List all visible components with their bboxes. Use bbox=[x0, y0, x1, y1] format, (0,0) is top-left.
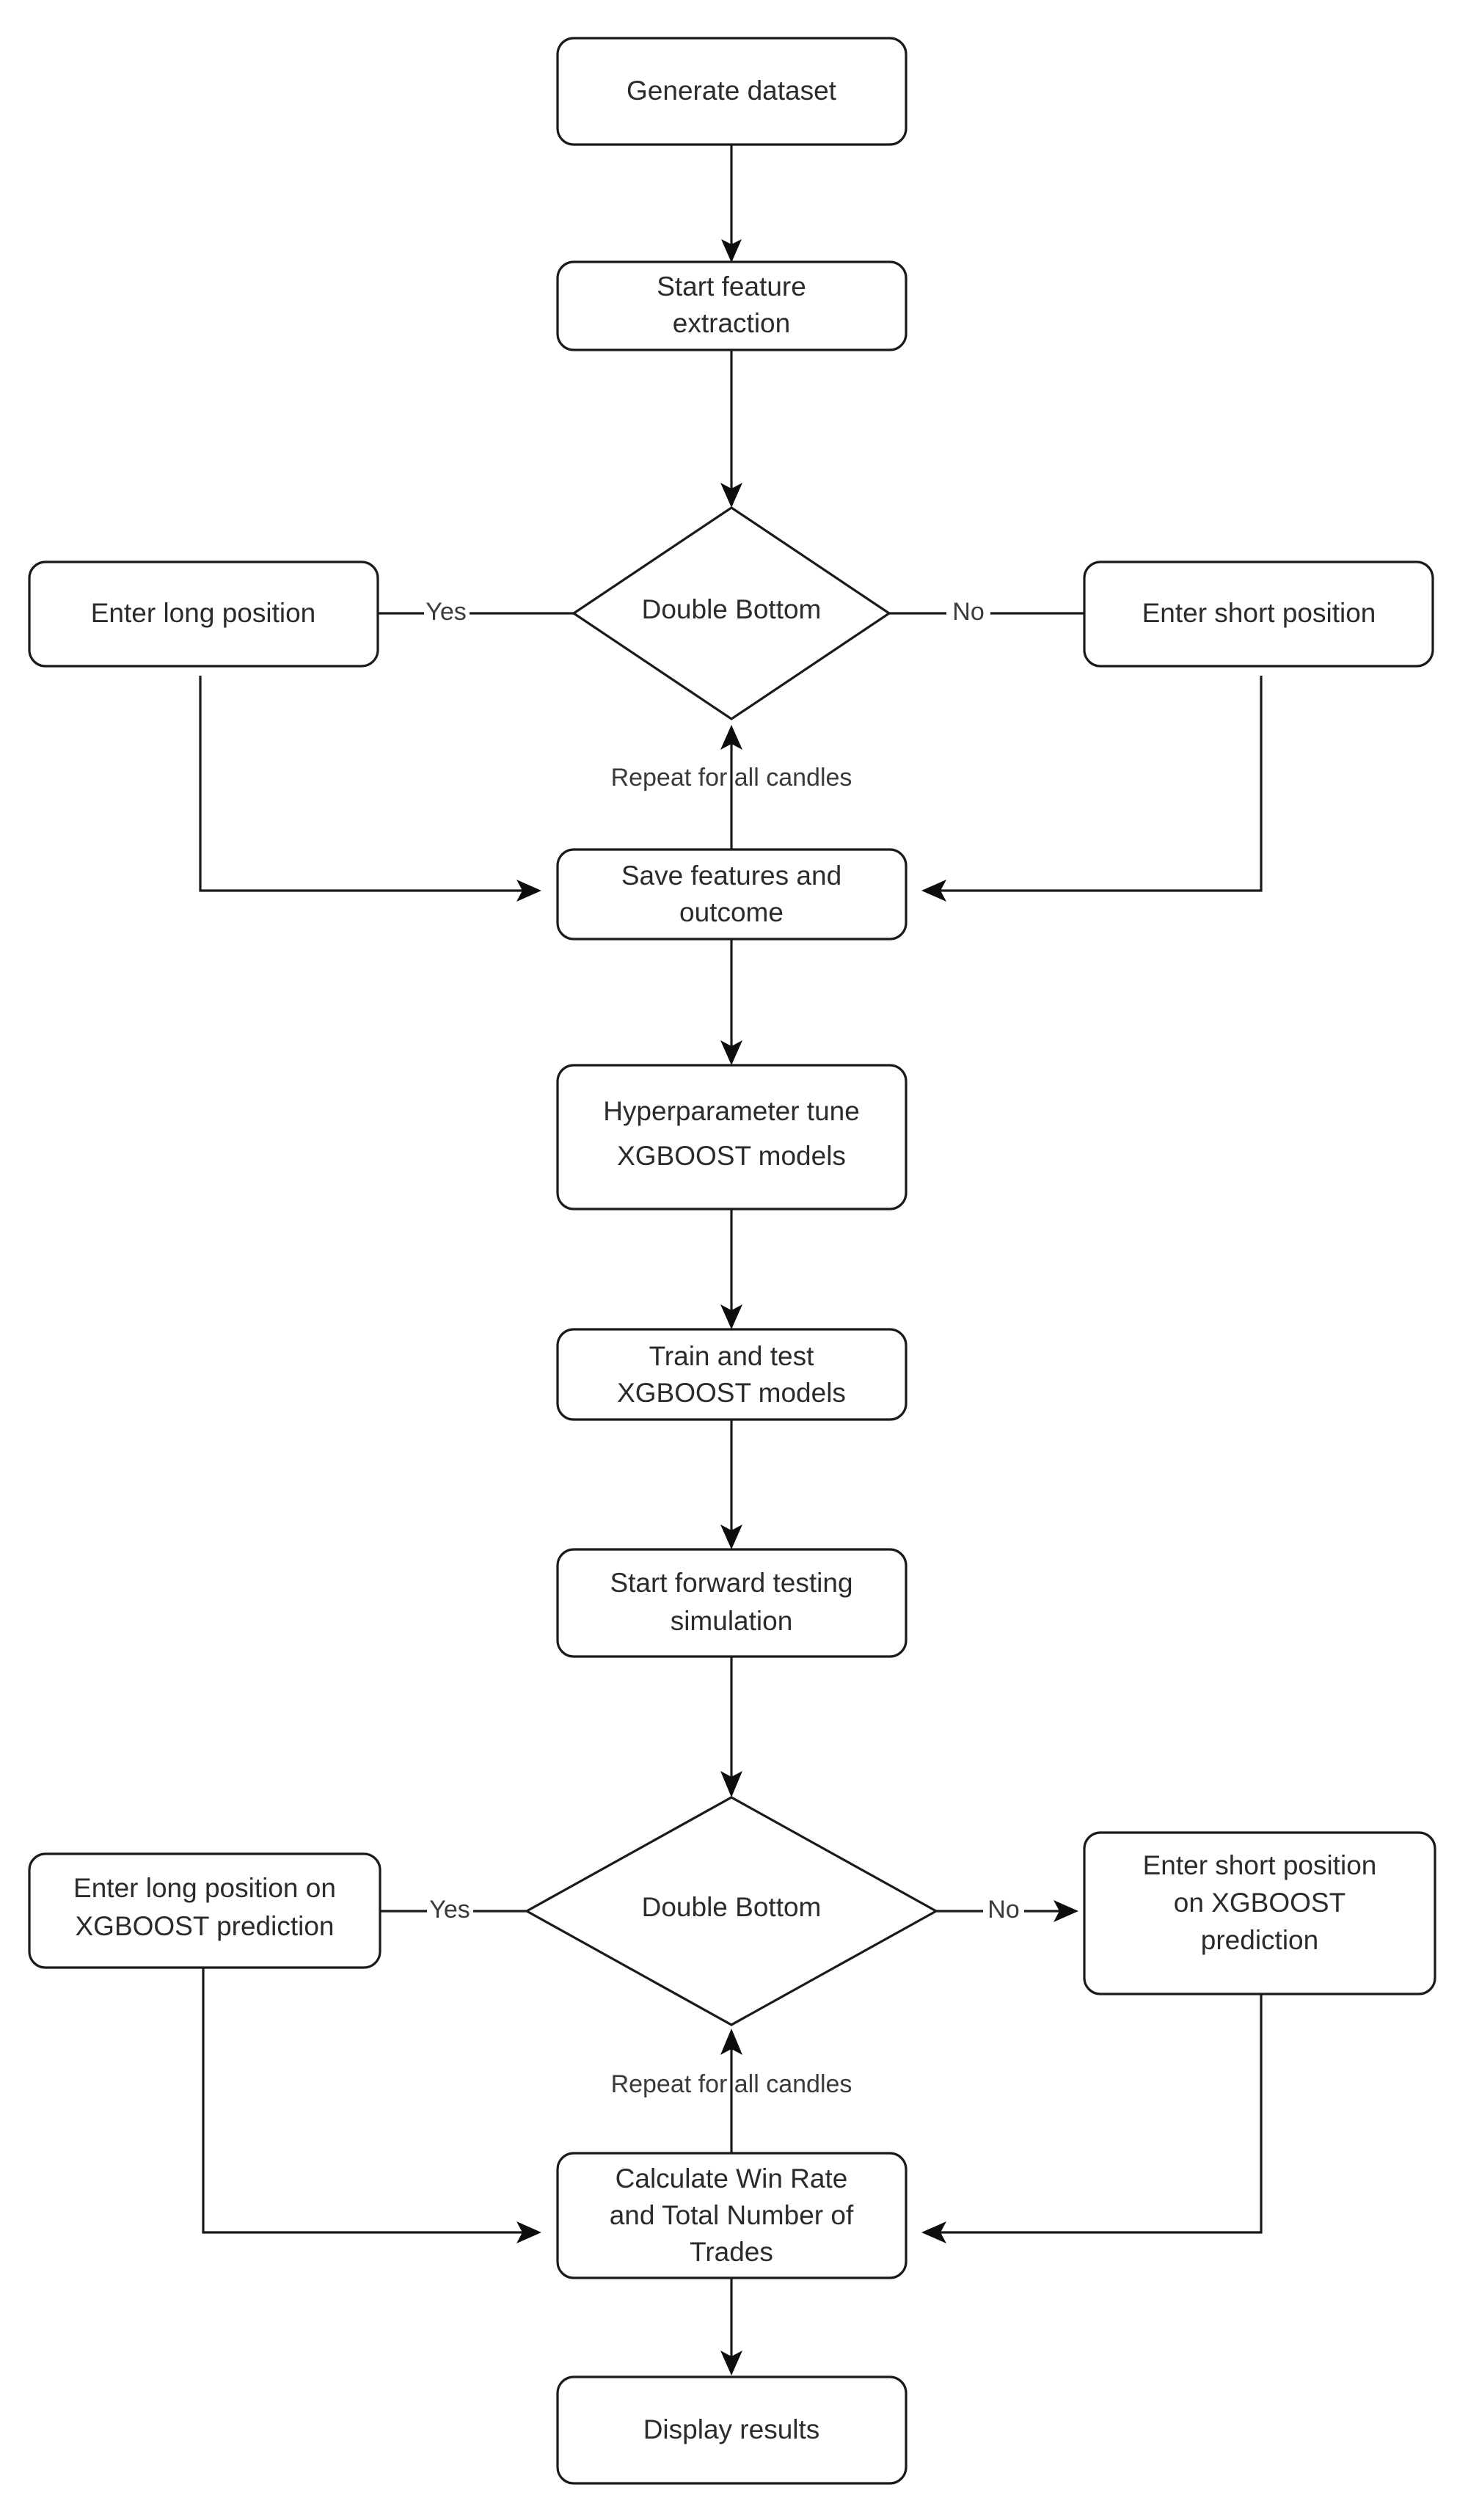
node-enter-long-position[interactable]: Enter long position bbox=[28, 560, 379, 668]
node-start-forward-testing-line1: Start forward testing bbox=[610, 1568, 852, 1598]
edge-label-no-1: No bbox=[952, 598, 984, 626]
edge-label-repeat-2: Repeat for all candles bbox=[611, 2070, 852, 2098]
node-calculate-win-rate[interactable]: Calculate Win Rate and Total Number of T… bbox=[556, 2152, 908, 2279]
node-enter-long-position-xgboost-line1: Enter long position on bbox=[73, 1873, 336, 1903]
edge-long2-to-calc bbox=[202, 1968, 541, 2243]
edge-short-to-save bbox=[921, 676, 1263, 902]
node-start-forward-testing-line2: simulation bbox=[671, 1606, 793, 1636]
node-generate-dataset-label: Generate dataset bbox=[627, 76, 837, 106]
node-enter-long-position-xgboost-line2: XGBOOST prediction bbox=[75, 1911, 334, 1941]
node-enter-short-position[interactable]: Enter short position bbox=[1083, 560, 1434, 668]
node-start-feature-extraction-line1: Start feature bbox=[657, 271, 806, 302]
edge-decision2-no: No bbox=[936, 1896, 1078, 1924]
edge-save-to-hyper bbox=[720, 939, 742, 1065]
node-enter-short-position-xgboost-line3: prediction bbox=[1201, 1925, 1318, 1955]
node-enter-long-position-xgboost[interactable]: Enter long position on XGBOOST predictio… bbox=[28, 1852, 381, 1969]
node-double-bottom-decision-1[interactable]: Double Bottom bbox=[572, 506, 891, 720]
node-double-bottom-decision-2-label: Double Bottom bbox=[642, 1892, 822, 1922]
node-start-feature-extraction[interactable]: Start feature extraction bbox=[556, 260, 908, 351]
node-train-and-test[interactable]: Train and test XGBOOST models bbox=[556, 1328, 908, 1421]
node-double-bottom-decision-2[interactable]: Double Bottom bbox=[524, 1796, 939, 2026]
node-calculate-win-rate-line1: Calculate Win Rate bbox=[616, 2163, 848, 2194]
node-calculate-win-rate-line3: Trades bbox=[690, 2237, 773, 2267]
node-save-features-outcome-line1: Save features and bbox=[621, 861, 841, 891]
edge-label-repeat-1: Repeat for all candles bbox=[611, 764, 852, 792]
node-save-features-outcome[interactable]: Save features and outcome bbox=[556, 848, 908, 941]
edge-hyper-to-train bbox=[720, 1209, 742, 1329]
edge-label-yes-2: Yes bbox=[429, 1896, 470, 1924]
node-hyperparameter-tune-line2: XGBOOST models bbox=[617, 1141, 846, 1171]
edge-train-to-forward bbox=[720, 1420, 742, 1549]
node-enter-short-position-xgboost-line2: on XGBOOST bbox=[1174, 1888, 1345, 1918]
node-enter-long-position-label: Enter long position bbox=[91, 598, 315, 628]
node-display-results-label: Display results bbox=[643, 2414, 820, 2444]
node-enter-short-position-label: Enter short position bbox=[1142, 598, 1376, 628]
edge-long-to-save bbox=[199, 676, 541, 902]
edge-label-yes-1: Yes bbox=[426, 598, 466, 626]
node-enter-short-position-xgboost[interactable]: Enter short position on XGBOOST predicti… bbox=[1083, 1831, 1436, 1995]
edge-forward-to-decision2 bbox=[720, 1657, 742, 1797]
node-start-forward-testing[interactable]: Start forward testing simulation bbox=[556, 1548, 908, 1658]
edge-generate-to-feature bbox=[721, 145, 742, 263]
edge-short2-to-calc bbox=[921, 1994, 1263, 2243]
edge-label-no-2: No bbox=[987, 1896, 1019, 1924]
edge-calc-to-display bbox=[720, 2278, 742, 2375]
node-hyperparameter-tune[interactable]: Hyperparameter tune XGBOOST models bbox=[556, 1064, 908, 1210]
node-start-feature-extraction-line2: extraction bbox=[673, 308, 790, 338]
node-generate-dataset[interactable]: Generate dataset bbox=[556, 37, 908, 146]
edge-repeat-2: Repeat for all candles bbox=[611, 2028, 852, 2153]
node-train-and-test-line2: XGBOOST models bbox=[617, 1378, 846, 1408]
edge-repeat-1: Repeat for all candles bbox=[611, 725, 852, 850]
node-display-results[interactable]: Display results bbox=[556, 2375, 908, 2485]
node-calculate-win-rate-line2: and Total Number of bbox=[610, 2200, 854, 2230]
node-hyperparameter-tune-line1: Hyperparameter tune bbox=[603, 1096, 860, 1126]
edge-feature-to-decision1 bbox=[720, 348, 742, 508]
node-double-bottom-decision-1-label: Double Bottom bbox=[642, 594, 822, 624]
node-save-features-outcome-line2: outcome bbox=[679, 897, 784, 927]
node-enter-short-position-xgboost-line1: Enter short position bbox=[1143, 1850, 1377, 1880]
node-train-and-test-line1: Train and test bbox=[649, 1341, 815, 1371]
